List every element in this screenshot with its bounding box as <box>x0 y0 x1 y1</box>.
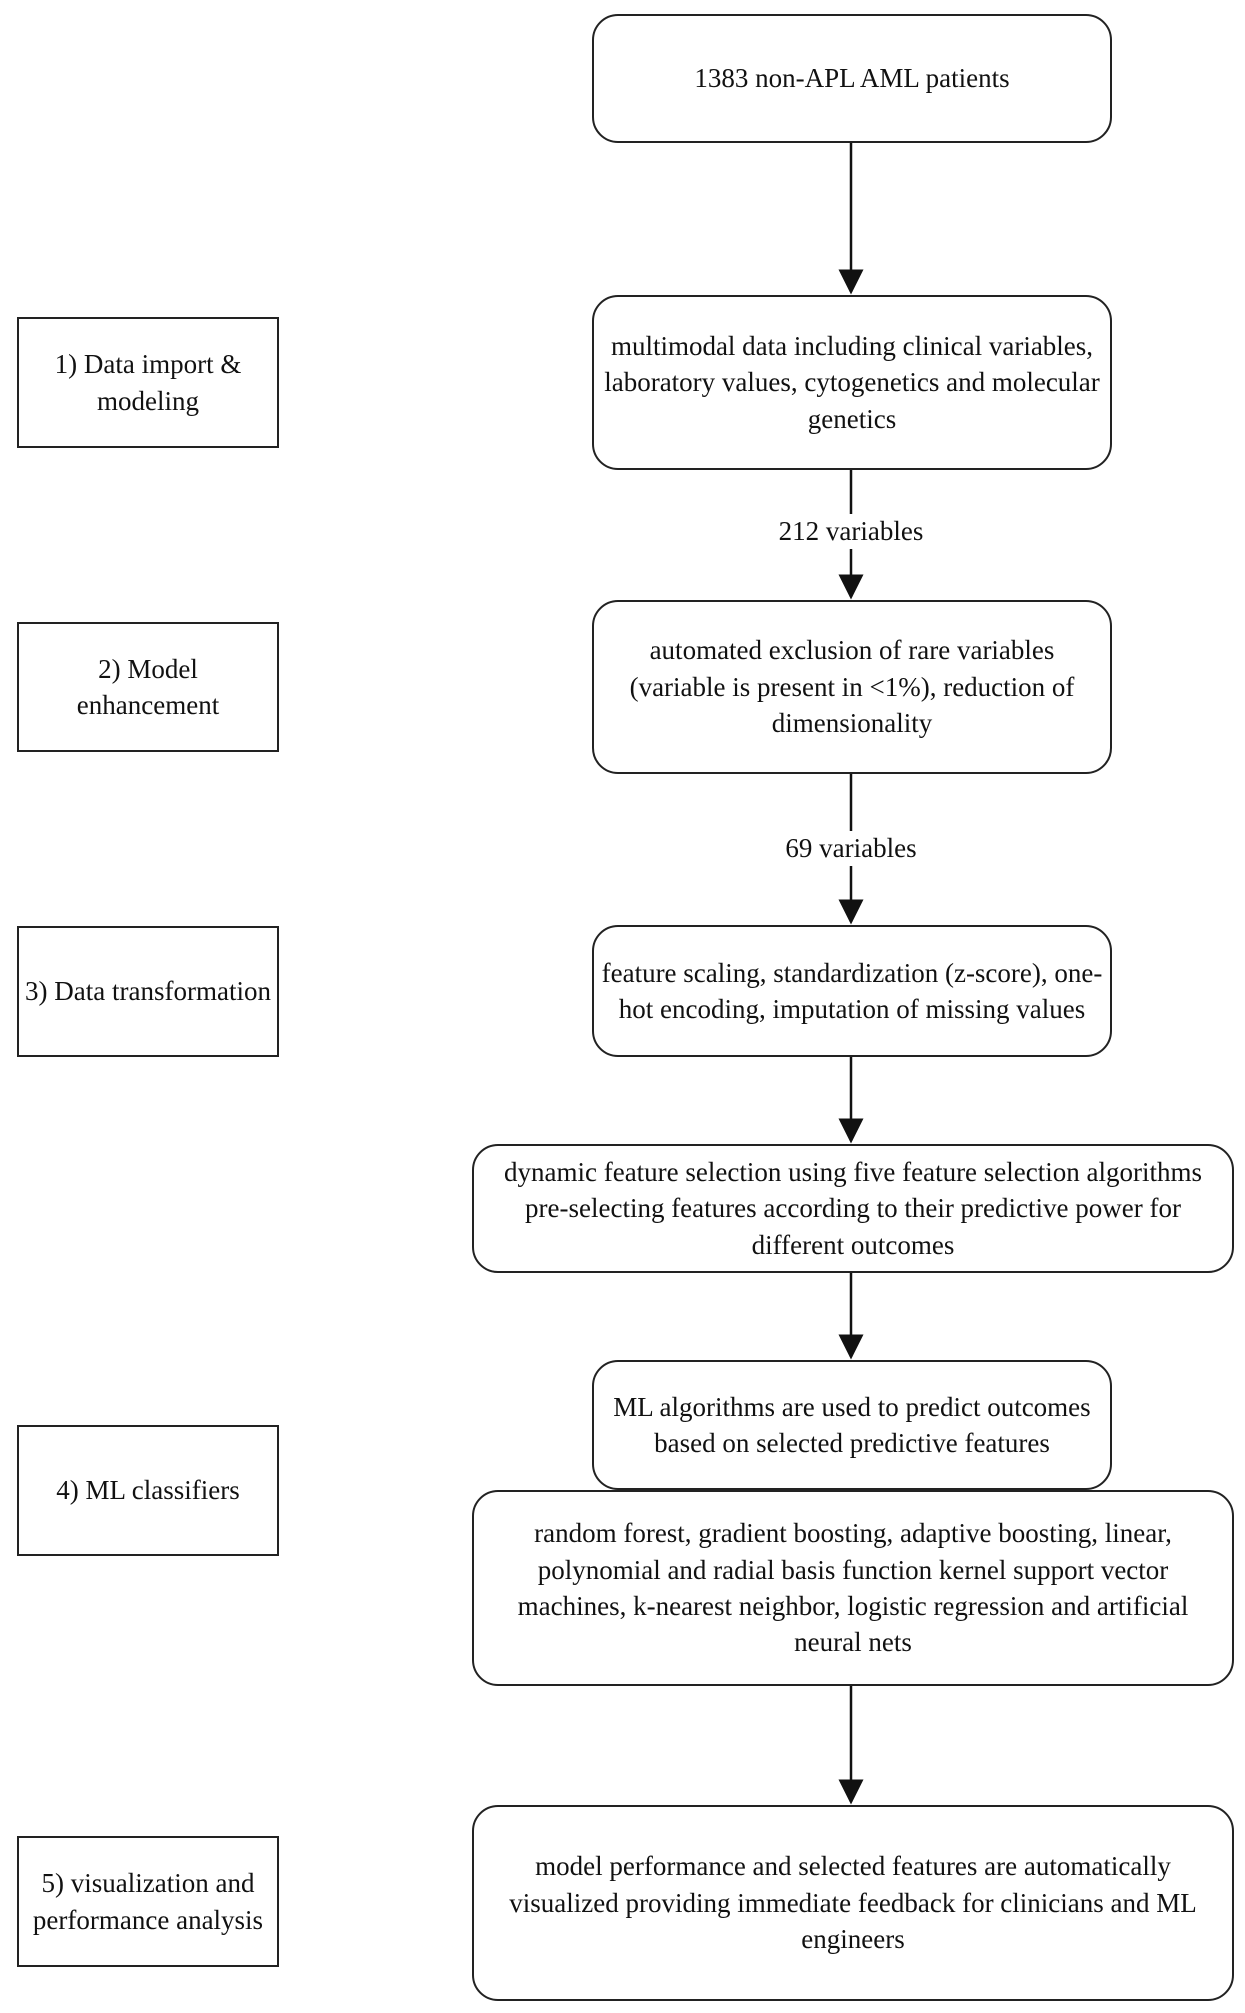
visualization-text: model performance and selected features … <box>509 1851 1197 1955</box>
feature-selection-text: dynamic feature selection using five fea… <box>504 1156 1202 1260</box>
stage-5-label: 5) visualization and performance analysi… <box>32 1868 264 1935</box>
visualization-box: model performance and selected features … <box>472 1805 1234 2001</box>
variables-count-69: 69 variables <box>777 831 925 866</box>
stage-2-box: 2) Model enhancement <box>17 622 279 752</box>
stage-1-label: 1) Data import & modeling <box>54 349 242 416</box>
stage-1-box: 1) Data import & modeling <box>17 317 279 448</box>
classifiers-list-box: random forest, gradient boosting, adapti… <box>472 1490 1234 1686</box>
stage-4-box: 4) ML classifiers <box>17 1425 279 1556</box>
rare-variable-exclusion-text: automated exclusion of rare variables (v… <box>629 635 1075 739</box>
variables-count-212: 212 variables <box>770 514 932 549</box>
multimodal-data-box: multimodal data including clinical varia… <box>592 295 1112 470</box>
stage-4-label: 4) ML classifiers <box>56 1475 240 1506</box>
feature-selection-box: dynamic feature selection using five fea… <box>472 1144 1234 1273</box>
ml-algorithms-text: ML algorithms are used to predict outcom… <box>613 1391 1091 1458</box>
stage-3-box: 3) Data transformation <box>17 926 279 1057</box>
rare-variable-exclusion-box: automated exclusion of rare variables (v… <box>592 600 1112 774</box>
data-transformation-box: feature scaling, standardization (z-scor… <box>592 925 1112 1057</box>
patients-text: 1383 non-APL AML patients <box>694 63 1010 94</box>
stage-2-label: 2) Model enhancement <box>76 653 220 720</box>
ml-algorithms-box: ML algorithms are used to predict outcom… <box>592 1360 1112 1490</box>
data-transformation-text: feature scaling, standardization (z-scor… <box>601 957 1103 1024</box>
patients-box: 1383 non-APL AML patients <box>592 14 1112 143</box>
classifiers-list-text: random forest, gradient boosting, adapti… <box>517 1518 1189 1658</box>
multimodal-data-text: multimodal data including clinical varia… <box>604 330 1100 434</box>
stage-3-label: 3) Data transformation <box>25 976 271 1007</box>
stage-5-box: 5) visualization and performance analysi… <box>17 1836 279 1967</box>
